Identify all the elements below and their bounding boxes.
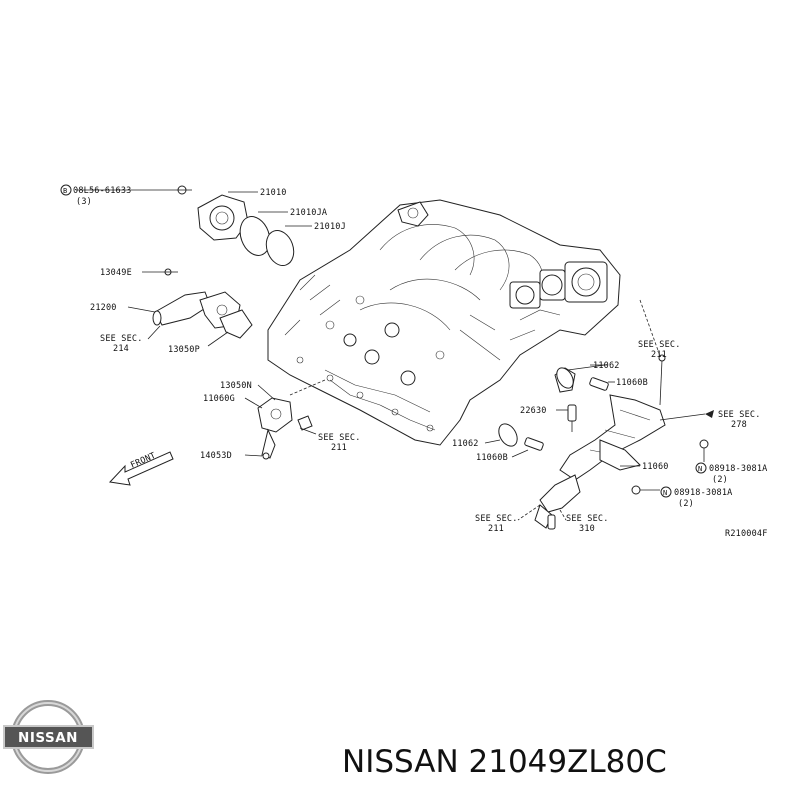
circle-callouts: B N N: [60, 184, 707, 498]
label-11060b-top: 11060B: [616, 378, 648, 388]
engine-assembly: [267, 199, 621, 446]
label-see-sec-214-b: 214: [113, 344, 129, 354]
front-arrow: FRONT: [108, 451, 174, 486]
label-22630: 22630: [520, 406, 547, 416]
thermostat-housing: [176, 185, 295, 266]
label-nut-n1: 08918-3081A: [709, 464, 768, 474]
label-see-sec-310-b: 310: [579, 524, 595, 534]
nissan-logo: NISSAN: [3, 700, 94, 774]
part-labels: 08L56-61633 (3) 21010 21010JA 21010J 130…: [73, 186, 768, 539]
label-13050n: 13050N: [220, 381, 252, 391]
leader-lines: [76, 189, 714, 521]
label-21010j: 21010J: [314, 222, 346, 232]
label-see-sec-278-a: SEE SEC.: [718, 410, 761, 420]
water-outlet: [152, 268, 253, 339]
callout-n2: N: [663, 489, 667, 497]
water-pipe-right: [498, 354, 709, 530]
label-21010: 21010: [260, 188, 287, 198]
label-13049e: 13049E: [100, 268, 132, 278]
label-see-sec-211-left-b: 211: [331, 443, 347, 453]
callout-n1: N: [698, 465, 702, 473]
label-14053d: 14053D: [200, 451, 232, 461]
label-see-sec-278-b: 278: [731, 420, 747, 430]
label-21010ja: 21010JA: [290, 208, 327, 218]
label-nut-n1-qty: (2): [712, 475, 728, 485]
label-nut-n2-qty: (2): [678, 499, 694, 509]
water-pipe-left: [257, 397, 313, 460]
label-see-sec-211-left-a: SEE SEC.: [318, 433, 361, 443]
label-11062-low: 11062: [452, 439, 479, 449]
label-see-sec-211-top-b: 211: [651, 350, 667, 360]
label-see-sec-211-top-a: SEE SEC.: [638, 340, 681, 350]
label-11060: 11060: [642, 462, 669, 472]
label-bolt-08156: 08L56-61633: [73, 186, 132, 196]
label-see-sec-211-bot-a: SEE SEC.: [475, 514, 518, 524]
label-11062-top: 11062: [593, 361, 620, 371]
label-see-sec-211-bot-b: 211: [488, 524, 504, 534]
label-see-sec-310-a: SEE SEC.: [566, 514, 609, 524]
label-bolt-08156-qty: (3): [76, 197, 92, 207]
part-number-title: NISSAN 21049ZL80C: [342, 744, 667, 780]
reference-code: R210004F: [725, 529, 768, 539]
callout-b: B: [63, 187, 67, 195]
label-see-sec-214-a: SEE SEC.: [100, 334, 143, 344]
label-13050p: 13050P: [168, 345, 200, 355]
label-11060b-low: 11060B: [476, 453, 508, 463]
label-11060g: 11060G: [203, 394, 235, 404]
logo-text: NISSAN: [18, 730, 78, 746]
label-21200: 21200: [90, 303, 117, 313]
label-nut-n2: 08918-3081A: [674, 488, 733, 498]
